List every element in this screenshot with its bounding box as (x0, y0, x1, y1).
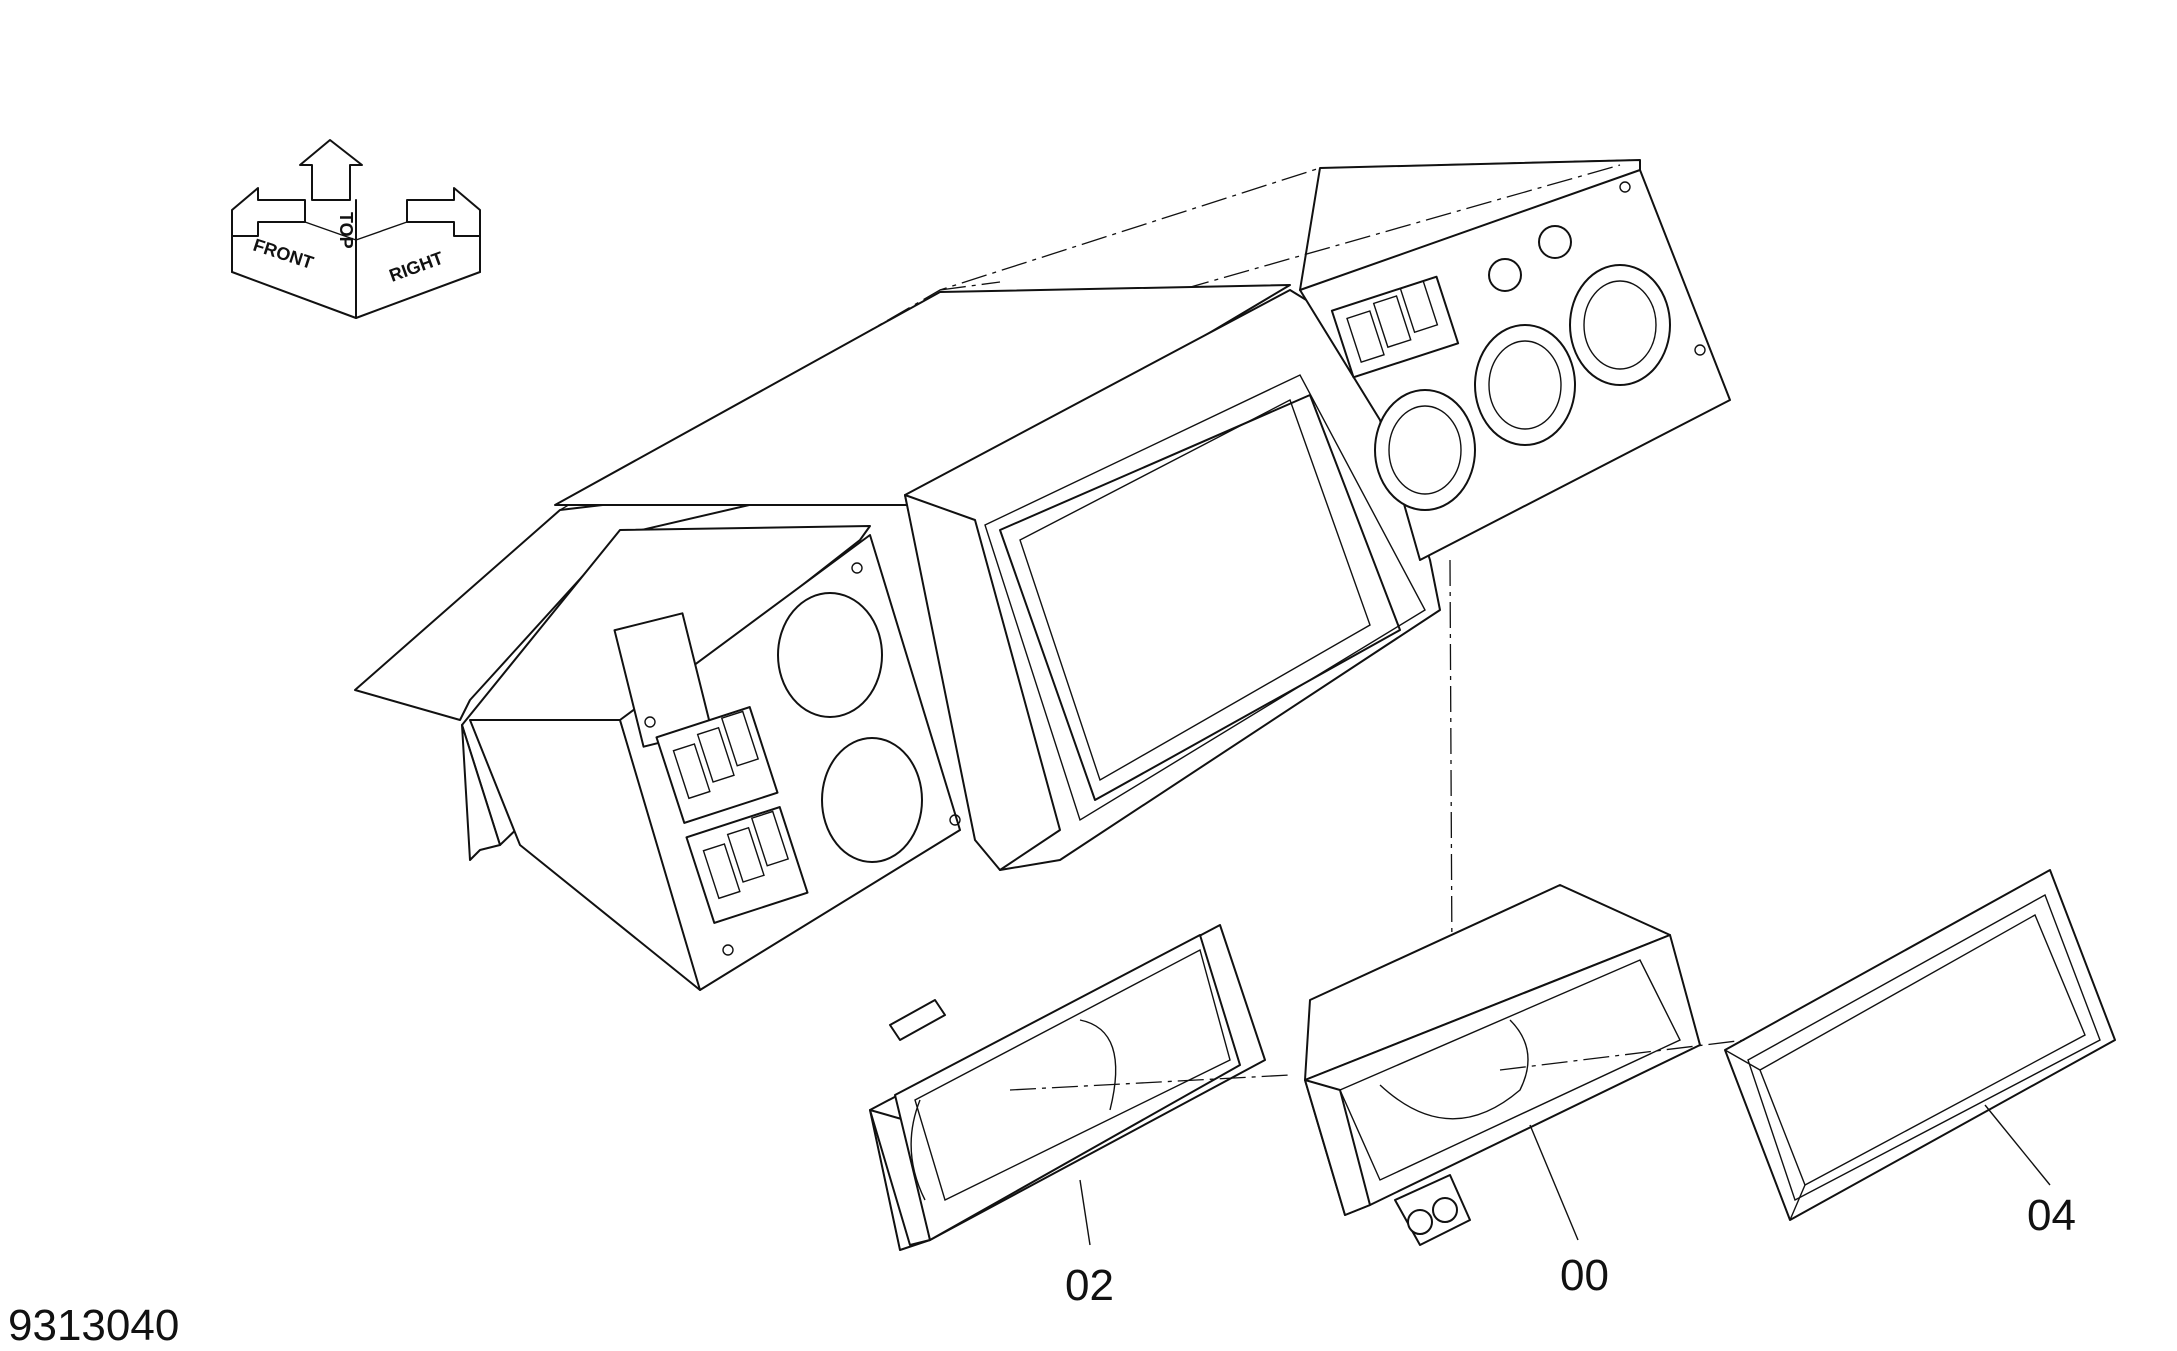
orientation-front-label: FRONT (251, 235, 316, 273)
orientation-right-label: RIGHT (387, 248, 446, 286)
drawing-number: 9313040 (8, 1301, 179, 1350)
callout-04-label: 04 (2027, 1191, 2076, 1240)
orientation-top-label: TOP (336, 212, 356, 249)
callout-02-label: 02 (1065, 1261, 1114, 1310)
part-04-trim-frame (1724, 869, 2116, 1221)
air-vent-1 (1374, 389, 1476, 511)
air-vent-2 (1474, 324, 1576, 446)
callout-00: 00 (1529, 1124, 1609, 1300)
right-switch-group (1330, 275, 1460, 379)
part-00-vent-housing (1304, 884, 1701, 1246)
left-gauge-upper (777, 592, 883, 718)
left-gauge-lower (821, 737, 923, 863)
orientation-cube-icon: FRONT TOP RIGHT (231, 139, 481, 319)
callout-04: 04 (1984, 1104, 2076, 1240)
left-switch-group-upper (655, 706, 779, 824)
left-switch-group-lower (685, 806, 809, 924)
air-vent-3 (1569, 264, 1671, 386)
callout-02: 02 (1065, 1179, 1114, 1310)
dashboard-assembly (354, 159, 1731, 991)
callout-00-label: 00 (1560, 1251, 1609, 1300)
